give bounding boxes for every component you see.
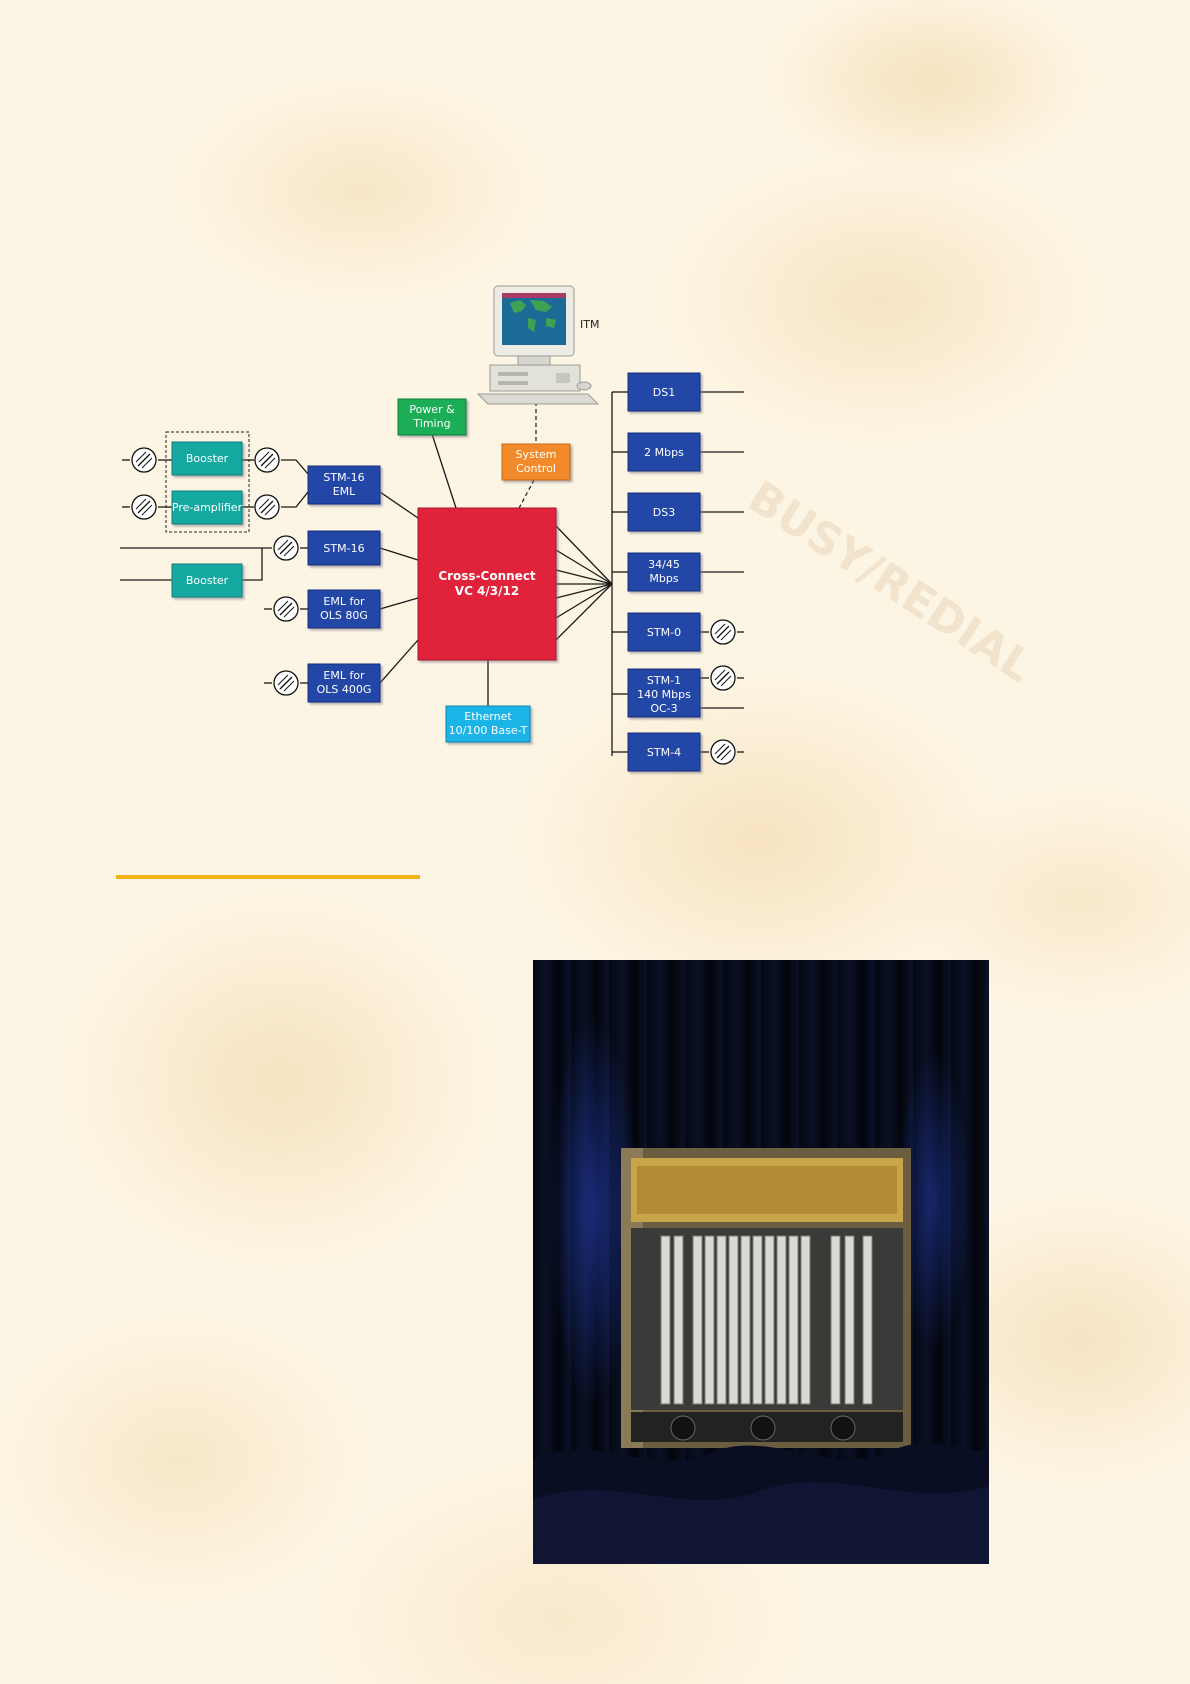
ds1-label: DS1: [653, 386, 675, 399]
coupler-icon: [711, 666, 735, 690]
unit-ds3: DS3: [628, 493, 700, 531]
watermark-text: BUSY/REDIAL: [739, 471, 1042, 692]
stm16-label: STM-16: [323, 542, 364, 555]
2mbps-label: 2 Mbps: [644, 446, 684, 459]
coupler-icon: [711, 740, 735, 764]
ethernet-line-2: 10/100 Base-T: [449, 724, 528, 737]
itm-workstation: ITM: [478, 286, 599, 404]
stm1-line-3: OC-3: [650, 702, 677, 715]
cross-connect-box: Cross-Connect VC 4/3/12: [418, 508, 556, 660]
eml-80g-line-1: EML for: [323, 595, 365, 608]
eml-80g-line-2: OLS 80G: [320, 609, 368, 622]
power-timing-line-2: Timing: [412, 417, 450, 430]
stm1-line-2: 140 Mbps: [637, 688, 691, 701]
unit-2mbps: 2 Mbps: [628, 433, 700, 471]
booster-2-label: Booster: [186, 574, 229, 587]
system-control-line-2: Control: [516, 462, 556, 475]
ethernet-box: Ethernet 10/100 Base-T: [446, 706, 530, 742]
unit-stm1: STM-1 140 Mbps OC-3: [628, 669, 700, 717]
ds3-label: DS3: [653, 506, 675, 519]
section-divider: [116, 875, 420, 879]
coupler-icon: [255, 448, 279, 472]
system-control-line-1: System: [515, 448, 556, 461]
unit-stm16-eml: STM-16 EML: [308, 466, 380, 504]
coupler-icon: [274, 536, 298, 560]
coupler-icon: [274, 671, 298, 695]
34-45-line-1: 34/45: [648, 558, 680, 571]
unit-stm16: STM-16: [308, 531, 380, 565]
unit-ds1: DS1: [628, 373, 700, 411]
unit-34-45mbps: 34/45 Mbps: [628, 553, 700, 591]
itm-label: ITM: [580, 318, 599, 331]
power-timing-box: Power & Timing: [398, 399, 466, 435]
amplifier-booster-1: Booster: [172, 442, 242, 475]
stm4-label: STM-4: [647, 746, 681, 759]
unit-eml-ols-80g: EML for OLS 80G: [308, 590, 380, 628]
cross-connect-line-1: Cross-Connect: [438, 569, 536, 583]
unit-stm4: STM-4: [628, 733, 700, 771]
coupler-icon: [255, 495, 279, 519]
cross-connect-line-2: VC 4/3/12: [455, 584, 519, 598]
equipment-rack-photo: [533, 960, 989, 1564]
system-control-box: System Control: [502, 444, 570, 480]
coupler-icon: [274, 597, 298, 621]
coupler-icon: [132, 448, 156, 472]
eml-400g-line-1: EML for: [323, 669, 365, 682]
stm16-eml-line-2: EML: [333, 485, 356, 498]
amplifier-booster-2: Booster: [172, 564, 242, 597]
stm1-line-1: STM-1: [647, 674, 681, 687]
stm0-label: STM-0: [647, 626, 681, 639]
coupler-icon: [711, 620, 735, 644]
eml-400g-line-2: OLS 400G: [317, 683, 372, 696]
pre-amplifier-label: Pre-amplifier: [172, 501, 243, 514]
unit-eml-ols-400g: EML for OLS 400G: [308, 664, 380, 702]
amplifier-pre-amplifier: Pre-amplifier: [172, 491, 243, 524]
unit-stm0: STM-0: [628, 613, 700, 651]
power-timing-line-1: Power &: [409, 403, 455, 416]
rack-illustration: [533, 960, 989, 1564]
coupler-icon: [132, 495, 156, 519]
34-45-line-2: Mbps: [649, 572, 678, 585]
ethernet-line-1: Ethernet: [464, 710, 512, 723]
booster-1-label: Booster: [186, 452, 229, 465]
stm16-eml-line-1: STM-16: [323, 471, 364, 484]
